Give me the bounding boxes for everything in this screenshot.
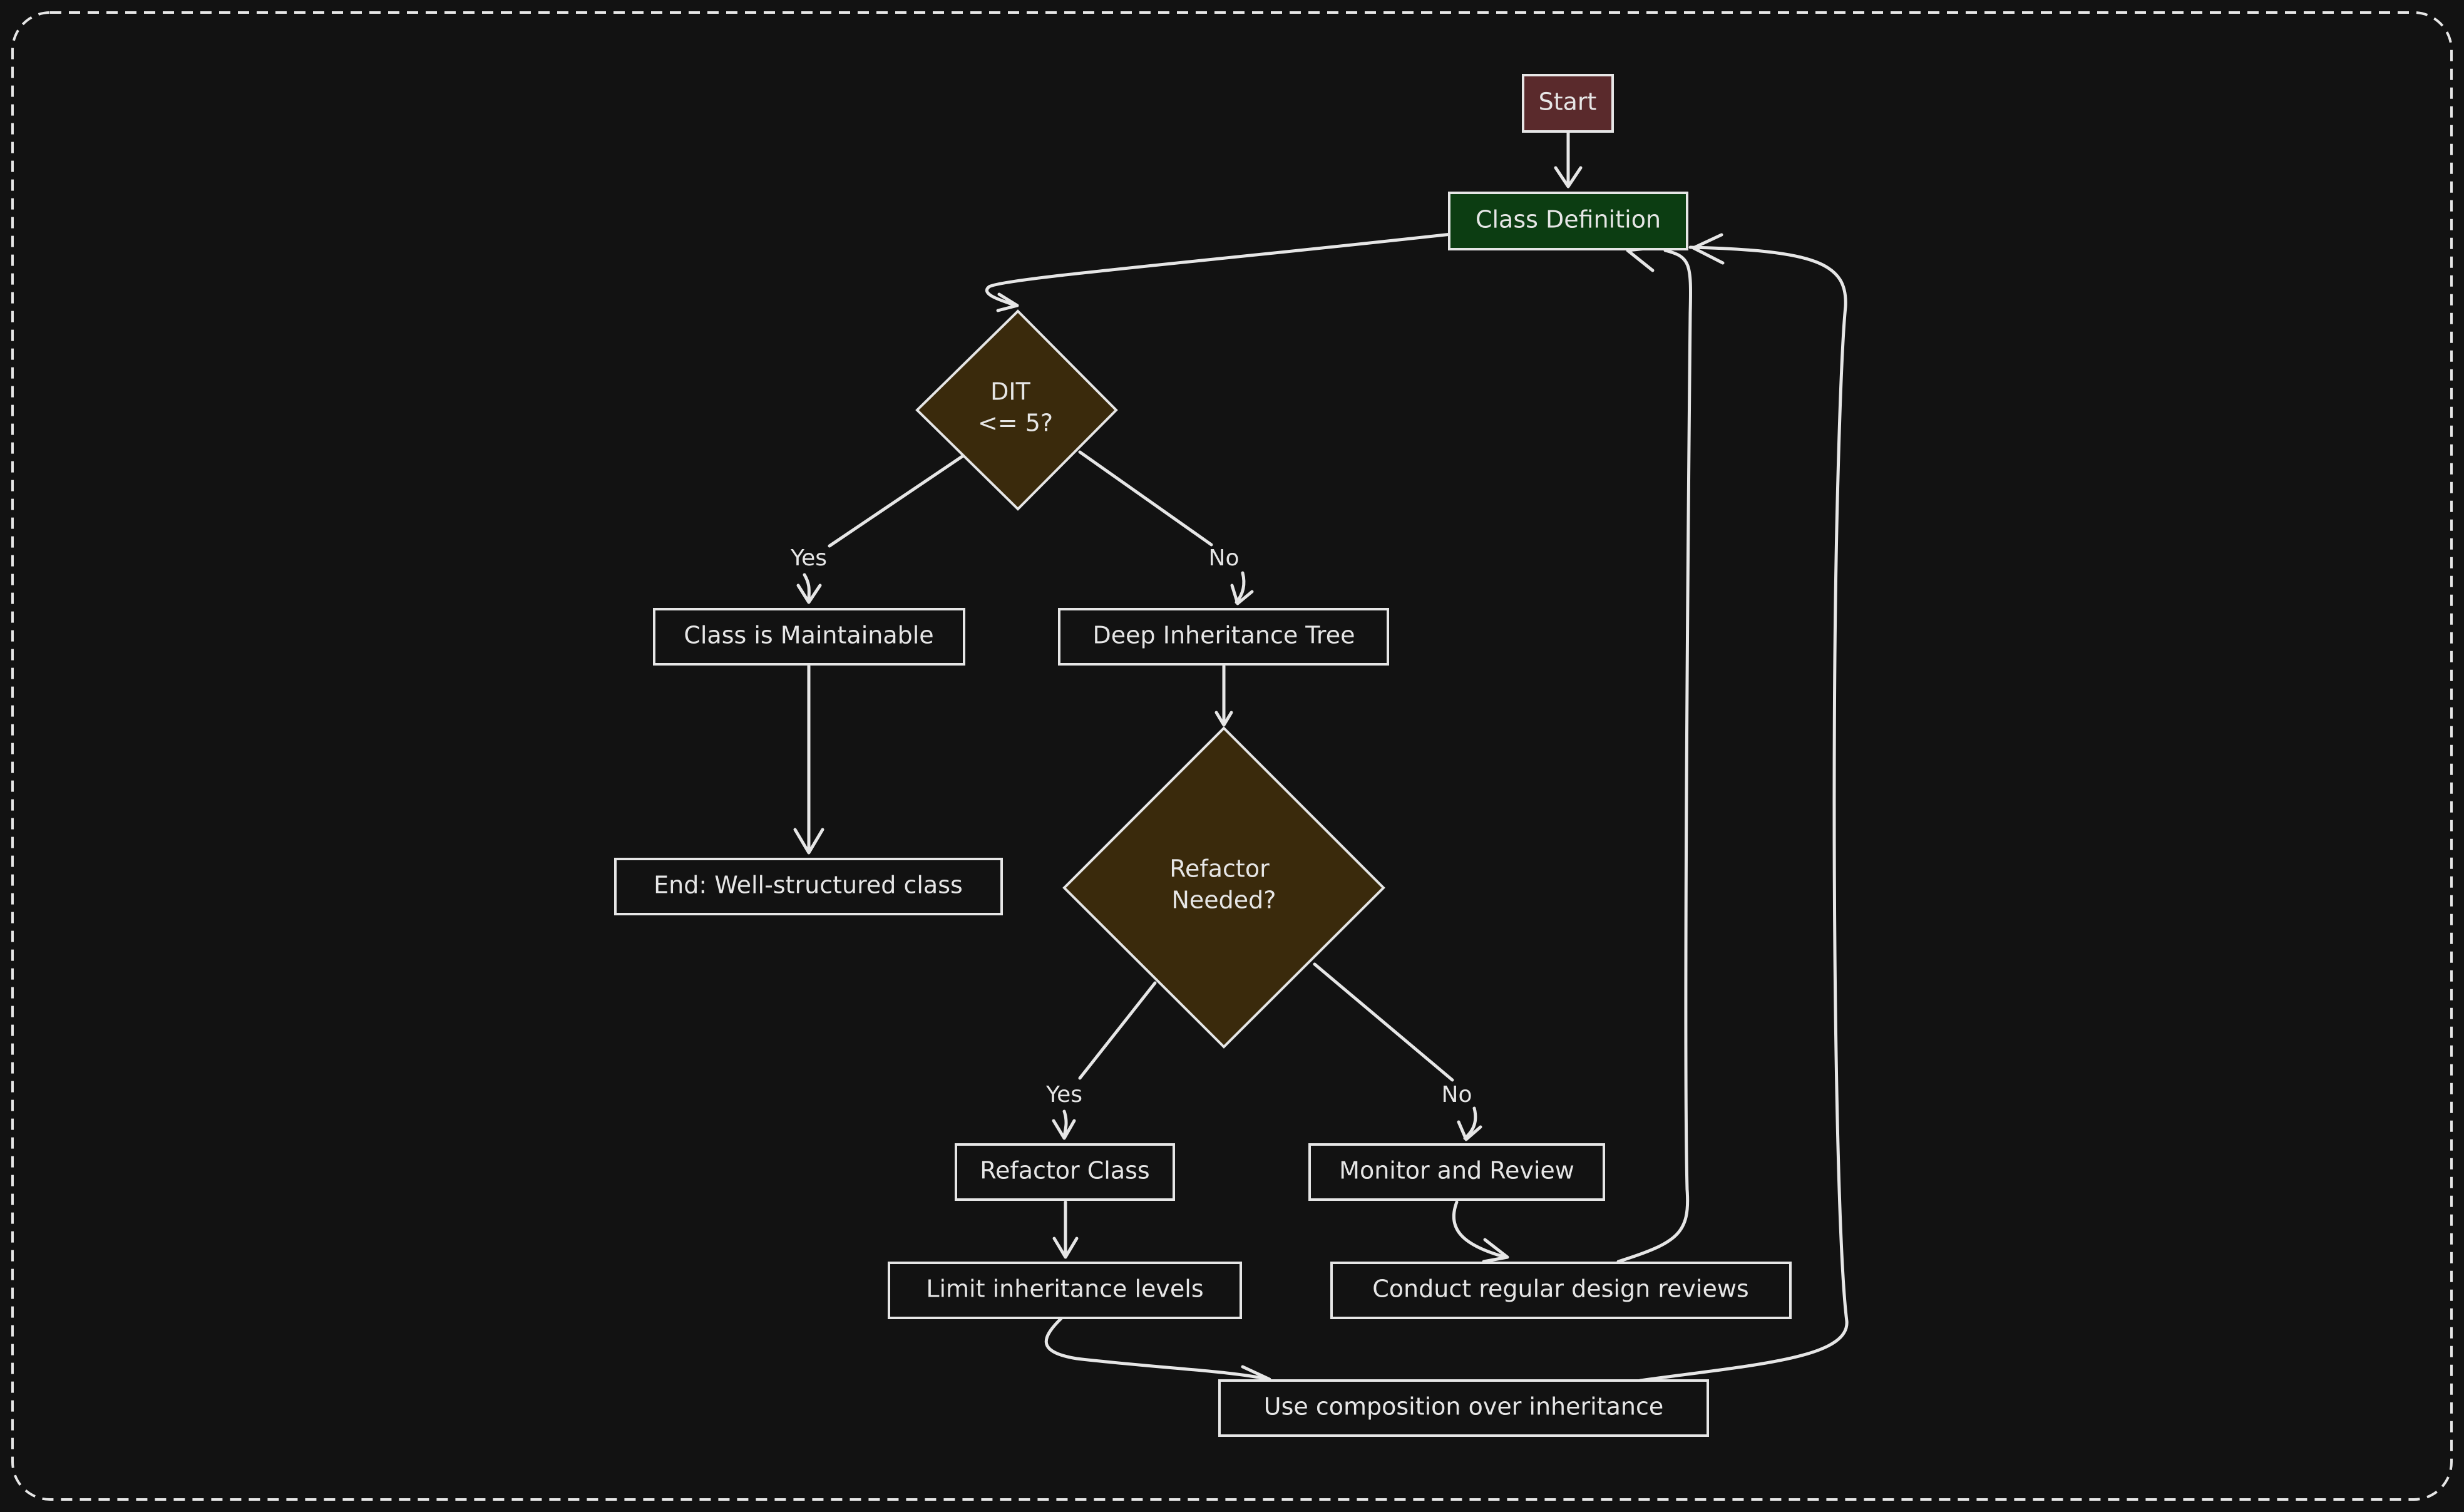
limit-inheritance-label: Limit inheritance levels xyxy=(926,1275,1203,1303)
class-maintainable-node[interactable]: Class is Maintainable xyxy=(653,608,965,666)
start-label: Start xyxy=(1539,88,1597,116)
edge-label-dit-yes: Yes xyxy=(790,545,827,571)
edge-label-refactor-no: No xyxy=(1442,1082,1472,1108)
edge-refactor-yes xyxy=(1052,981,1157,1140)
refactor-class-label: Refactor Class xyxy=(980,1157,1149,1185)
monitor-review-label: Monitor and Review xyxy=(1339,1157,1574,1185)
diagram-frame xyxy=(11,11,2453,1501)
dit-decision-node[interactable]: DIT <= 5? xyxy=(915,309,1118,511)
edge-refactor-class-to-limit xyxy=(1052,1200,1079,1259)
dit-decision-line1: DIT xyxy=(990,378,1030,406)
composition-label: Use composition over inheritance xyxy=(1264,1393,1663,1421)
edge-maintainable-to-end xyxy=(793,664,824,855)
end-well-structured-node[interactable]: End: Well-structured class xyxy=(614,858,1003,915)
edge-class-definition-to-dit xyxy=(985,232,1453,312)
composition-node[interactable]: Use composition over inheritance xyxy=(1218,1379,1709,1437)
deep-inheritance-label: Deep Inheritance Tree xyxy=(1093,622,1355,649)
deep-inheritance-node[interactable]: Deep Inheritance Tree xyxy=(1058,608,1389,666)
edge-label-refactor-yes: Yes xyxy=(1045,1082,1082,1108)
start-node[interactable]: Start xyxy=(1522,74,1614,133)
edge-refactor-no xyxy=(1313,962,1482,1141)
class-definition-label: Class Definition xyxy=(1476,206,1661,234)
design-reviews-node[interactable]: Conduct regular design reviews xyxy=(1330,1262,1792,1319)
edge-limit-to-composition xyxy=(1044,1317,1271,1388)
monitor-review-node[interactable]: Monitor and Review xyxy=(1308,1143,1605,1201)
edge-reviews-to-class-definition xyxy=(1616,245,1693,1263)
edge-composition-to-class-definition xyxy=(1638,233,1849,1382)
edge-dit-yes xyxy=(796,453,966,604)
edge-start-to-class-definition xyxy=(1554,131,1583,188)
edge-label-dit-no: No xyxy=(1209,545,1240,571)
refactor-decision-line1: Refactor xyxy=(1169,855,1270,883)
refactor-decision-node[interactable]: Refactor Needed? xyxy=(1062,726,1385,1049)
edge-deep-to-refactor-decision xyxy=(1214,664,1233,727)
refactor-decision-line2: Needed? xyxy=(1172,887,1276,914)
end-well-structured-label: End: Well-structured class xyxy=(654,872,963,899)
edge-dit-no xyxy=(1078,450,1254,605)
refactor-class-node[interactable]: Refactor Class xyxy=(955,1143,1175,1201)
class-definition-node[interactable]: Class Definition xyxy=(1448,192,1688,250)
limit-inheritance-node[interactable]: Limit inheritance levels xyxy=(888,1262,1242,1319)
class-maintainable-label: Class is Maintainable xyxy=(684,622,933,649)
design-reviews-label: Conduct regular design reviews xyxy=(1372,1275,1748,1303)
edge-monitor-to-reviews xyxy=(1452,1200,1509,1263)
dit-decision-line2: <= 5? xyxy=(978,409,1053,437)
